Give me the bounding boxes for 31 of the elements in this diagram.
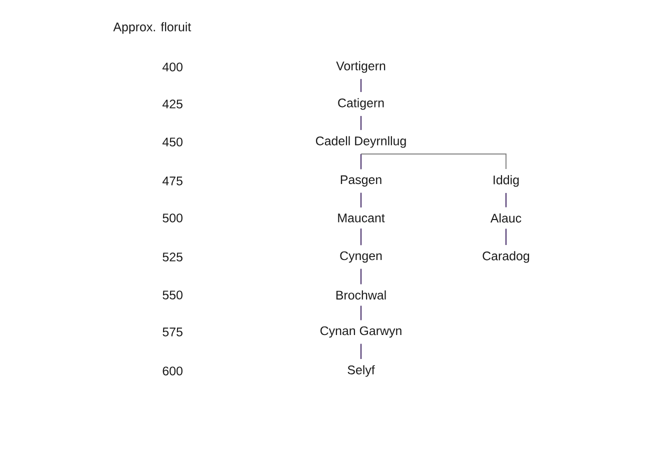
descent-line [360, 228, 362, 246]
year-label: 550 [162, 290, 182, 300]
person-name: Pasgen [340, 175, 382, 187]
descent-line [360, 343, 362, 360]
descent-line [360, 268, 362, 285]
year-label: 400 [162, 62, 182, 72]
descent-line [360, 305, 362, 321]
year-label: 575 [162, 328, 182, 336]
person-name: Maucant [338, 214, 385, 222]
descent-line [360, 192, 362, 208]
column-header: Approx. floruit [113, 22, 192, 34]
person-name: Cyngen [340, 251, 382, 263]
descent-line [360, 153, 362, 170]
descent-line [360, 115, 362, 131]
person-name: Caradog [482, 251, 530, 263]
year-label: 450 [162, 138, 182, 146]
year-label: 425 [162, 100, 182, 108]
year-label: 600 [162, 366, 182, 376]
year-label: 500 [162, 214, 182, 222]
person-name: Alauc [490, 213, 522, 223]
year-label: 475 [162, 176, 182, 186]
person-name: Catigern [338, 98, 384, 110]
person-name: Cynan Garwyn [320, 326, 402, 338]
person-name: Vortigern [336, 61, 386, 73]
descent-line [360, 153, 506, 170]
year-label: 525 [162, 252, 182, 262]
person-name: Brochwal [336, 290, 386, 300]
person-name: Cadell Deyrnllug [316, 136, 406, 148]
descent-line [360, 78, 362, 93]
person-name: Selyf [348, 365, 375, 377]
person-name: Iddig [494, 175, 519, 187]
